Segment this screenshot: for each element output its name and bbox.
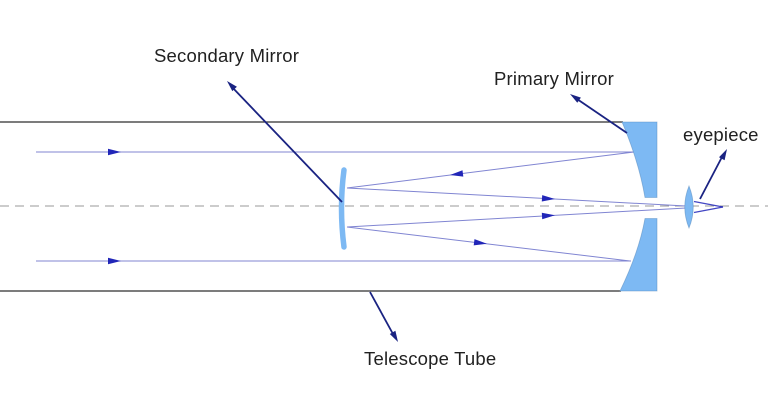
converging-ray-lower (346, 207, 687, 228)
converging-ray-upper (346, 187, 687, 207)
upper-diagonal-ray (346, 151, 635, 189)
primary-mirror-leader-arrowhead (570, 94, 581, 103)
eyepiece-leader-arrowhead (719, 149, 727, 161)
exit-ray-upper (693, 200, 724, 208)
ray-arrowhead-converging-lower (541, 212, 555, 220)
primary-mirror-lower-shape (619, 218, 658, 292)
ray-arrowhead-upper-diagonal (450, 170, 464, 177)
eyepiece-label: eyepiece (683, 124, 759, 145)
ray-arrowhead-lower-diagonal (473, 239, 487, 246)
secondary-mirror-leader-line (230, 85, 343, 203)
exit-ray-lower (693, 206, 724, 214)
secondary-mirror-shape (338, 167, 347, 250)
telescope-tube-label: Telescope Tube (364, 348, 497, 369)
secondary-mirror-leader-arrowhead (227, 81, 237, 92)
telescope-tube-leader-line (369, 291, 394, 335)
ray-arrowhead-incoming-bottom (108, 257, 121, 265)
primary-mirror-label: Primary Mirror (494, 68, 614, 89)
lower-diagonal-ray (346, 226, 631, 262)
ray-arrowhead-incoming-top (108, 148, 121, 156)
primary-mirror-leader-line (576, 98, 628, 134)
eyepiece-lens-shape (684, 184, 694, 230)
primary-mirror-upper-shape (621, 121, 658, 198)
eyepiece-leader-line (699, 156, 723, 200)
telescope-tube-leader-arrowhead (389, 330, 398, 342)
ray-arrowhead-converging-upper (541, 195, 555, 202)
secondary-mirror-label: Secondary Mirror (154, 45, 300, 66)
